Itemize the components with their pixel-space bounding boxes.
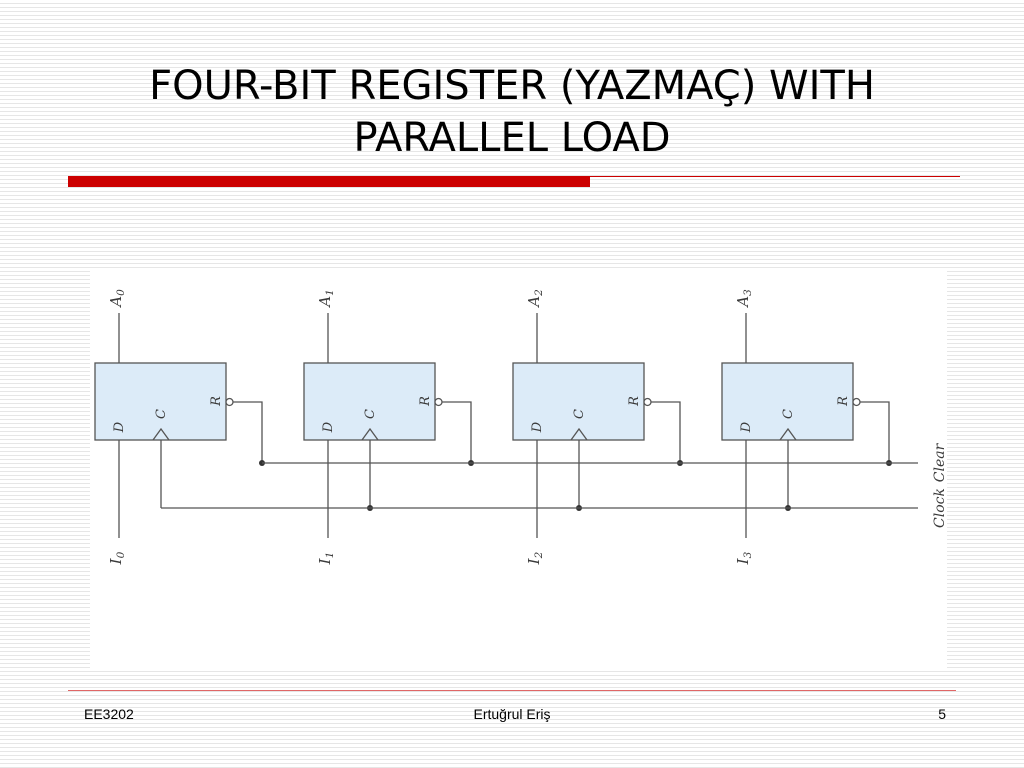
d-pin-label: D xyxy=(530,421,545,433)
d-pin-label: D xyxy=(739,421,754,433)
footer-course: EE3202 xyxy=(84,706,134,722)
input-label-I3: I3 xyxy=(734,551,754,565)
slide-title-line1: FOUR-BIT REGISTER (YAZMAÇ) WITH xyxy=(149,63,875,109)
d-pin-label: D xyxy=(321,421,336,433)
reset-inversion-bubble xyxy=(434,397,443,407)
c-pin-label: C xyxy=(363,409,378,419)
reset-inversion-bubble xyxy=(225,397,234,407)
clear-label: Clear xyxy=(932,442,948,482)
r-pin-label: R xyxy=(627,396,642,407)
clock-input-triangle xyxy=(361,427,379,441)
r-pin-label: R xyxy=(418,396,433,407)
title-underline-thick xyxy=(68,176,590,187)
clock-input-triangle xyxy=(779,427,797,441)
slide-title: FOUR-BIT REGISTER (YAZMAÇ) WITH PARALLEL… xyxy=(40,60,984,164)
footer-author: Ertuğrul Eriş xyxy=(473,706,551,722)
footer-divider xyxy=(68,690,956,691)
reset-inversion-bubble xyxy=(852,397,861,407)
clear-wire xyxy=(650,401,681,463)
input-label-I1: I1 xyxy=(316,552,336,566)
flip-flop-body xyxy=(512,362,645,441)
r-pin-label: R xyxy=(209,396,224,407)
output-label-A3: A3 xyxy=(734,289,754,309)
slide-title-line2: PARALLEL LOAD xyxy=(353,115,671,161)
c-pin-label: C xyxy=(154,409,169,419)
register-diagram-panel xyxy=(90,271,947,671)
r-pin-label: R xyxy=(836,396,851,407)
flip-flop-body xyxy=(721,362,854,441)
c-pin-label: C xyxy=(572,409,587,419)
clear-wire xyxy=(441,401,472,463)
clear-wire xyxy=(232,401,263,463)
title-underline-thin xyxy=(590,176,960,177)
d-pin-label: D xyxy=(112,421,127,433)
clock-input-triangle xyxy=(152,427,170,441)
reset-inversion-bubble xyxy=(643,397,652,407)
input-label-I0: I0 xyxy=(107,551,127,565)
clear-wire xyxy=(859,401,890,463)
flip-flop-body xyxy=(94,362,227,441)
footer-page-number: 5 xyxy=(938,706,946,722)
clock-input-triangle xyxy=(570,427,588,441)
c-pin-label: C xyxy=(781,409,796,419)
input-label-I2: I2 xyxy=(525,551,545,565)
clock-label: Clock xyxy=(932,488,948,528)
output-label-A2: A2 xyxy=(525,289,545,309)
output-label-A1: A1 xyxy=(316,289,336,309)
output-label-A0: A0 xyxy=(107,289,127,309)
